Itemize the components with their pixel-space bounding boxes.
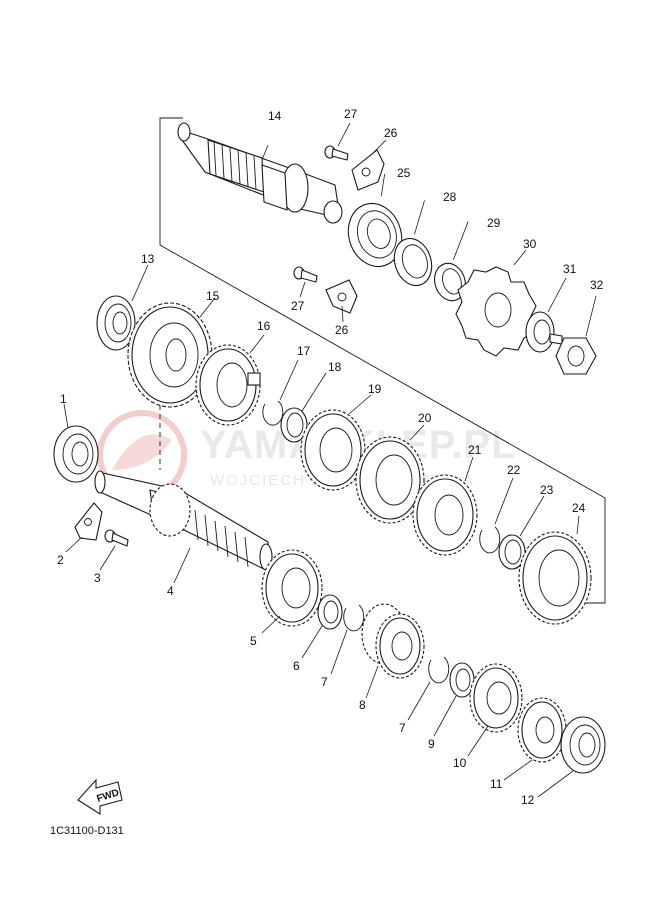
bearing-12 (537, 716, 606, 798)
callout-7-left: 7 (321, 675, 328, 689)
callout-20: 20 (418, 411, 432, 425)
callout-18: 18 (328, 360, 342, 374)
callout-labels: 14 27 26 25 28 29 30 31 32 13 27 26 15 1… (57, 107, 604, 807)
stopper-plate-lower (325, 279, 358, 323)
callout-1: 1 (60, 392, 67, 406)
callout-29: 29 (487, 216, 501, 230)
circlip-17 (262, 359, 299, 426)
bearing-25 (347, 173, 403, 268)
gear-5 (261, 549, 323, 634)
callout-13: 13 (141, 252, 155, 266)
callout-3: 3 (94, 571, 101, 585)
stopper-plate-upper (351, 139, 387, 191)
callout-24: 24 (572, 501, 586, 515)
gear-10 (467, 663, 523, 757)
callout-26-lower: 26 (335, 323, 349, 337)
callout-11: 11 (490, 777, 503, 791)
callout-16: 16 (257, 319, 271, 333)
screw-upper (324, 122, 351, 161)
callout-10: 10 (453, 756, 467, 770)
circlip-7a (330, 604, 365, 675)
gear-24 (518, 515, 592, 625)
collar (434, 221, 469, 302)
gear-16 (195, 334, 265, 426)
callout-19: 19 (368, 382, 382, 396)
callout-6: 6 (293, 659, 300, 673)
callout-12: 12 (521, 793, 535, 807)
screw-lower (293, 266, 318, 298)
assembly-frame (159, 117, 606, 604)
washer-9 (433, 662, 475, 737)
stopper-plate-2 (65, 502, 103, 553)
oil-seal (393, 200, 433, 287)
gear-20 (355, 424, 425, 524)
callout-9: 9 (428, 737, 435, 751)
callout-14: 14 (268, 109, 282, 123)
bearing-1 (53, 403, 99, 483)
screw-3 (99, 529, 129, 571)
callout-5: 5 (250, 634, 257, 648)
gear-8 (361, 603, 425, 699)
callout-27-upper: 27 (344, 107, 358, 121)
callout-22: 22 (507, 463, 521, 477)
callout-28: 28 (443, 190, 457, 204)
circlip-7b (407, 656, 450, 721)
washer-6 (301, 594, 343, 659)
main-axle (177, 122, 343, 224)
fwd-arrow-icon: FWD (77, 778, 123, 816)
callout-4: 4 (167, 584, 174, 598)
gear-21 (412, 456, 478, 556)
callout-26-upper: 26 (384, 126, 398, 140)
bearing-13 (96, 264, 149, 351)
callout-21: 21 (468, 443, 482, 457)
nut (555, 295, 597, 375)
gear-15 (127, 297, 216, 408)
callout-8: 8 (359, 698, 366, 712)
callout-25: 25 (397, 166, 411, 180)
callout-27-lower: 27 (291, 299, 305, 313)
callout-31: 31 (563, 262, 577, 276)
callout-32: 32 (590, 278, 604, 292)
callout-17: 17 (297, 344, 311, 358)
callout-23: 23 (540, 483, 554, 497)
lock-washer (525, 277, 567, 353)
circlip-22 (479, 477, 514, 554)
diagram-code: 1C31100-D131 (50, 825, 124, 837)
callout-2: 2 (57, 553, 64, 567)
callout-15: 15 (206, 289, 220, 303)
callout-7-right: 7 (399, 721, 406, 735)
drive-sprocket (455, 249, 537, 357)
washer-18 (280, 372, 327, 443)
callout-30: 30 (523, 237, 537, 251)
